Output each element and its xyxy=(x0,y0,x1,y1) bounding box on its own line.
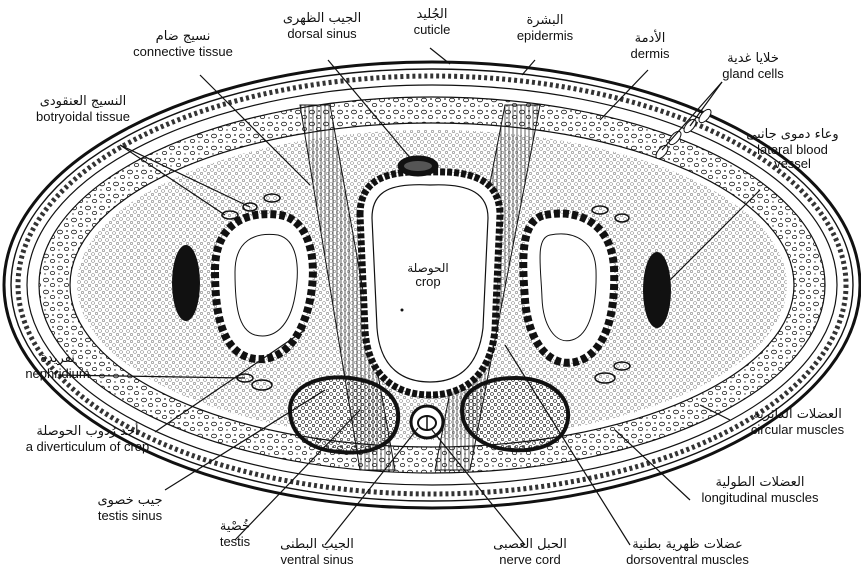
right-crop-diverticulum-lumen xyxy=(540,234,596,341)
label-circular-muscles: العضلات الدائرية circular muscles xyxy=(735,408,860,437)
ventral-sinus-english: ventral sinus xyxy=(262,553,372,568)
testis-sinus-english: testis sinus xyxy=(75,509,185,524)
longitudinal-muscles-arabic: العضلات الطولية xyxy=(675,476,845,491)
crop-english: crop xyxy=(388,275,468,290)
label-ventral-sinus: الجيب البطنى ventral sinus xyxy=(262,538,372,567)
diverticulum-english: a diverticulum of crop xyxy=(0,440,175,455)
cuticle-arabic: الجُليد xyxy=(392,8,472,23)
testis-arabic: خُصْية xyxy=(200,520,270,535)
lateral-blood-vessel-arabic: وعاء دموى جانبى xyxy=(735,128,850,143)
label-botryoidal-tissue: النسيج العنقودى botryoidal tissue xyxy=(8,95,158,124)
crop-arabic: الحوصلة xyxy=(388,262,468,275)
right-lateral-blood-vessel xyxy=(643,252,671,328)
dorsoventral-muscles-english: dorsoventral muscles xyxy=(600,553,775,568)
label-cuticle: الجُليد cuticle xyxy=(392,8,472,37)
label-crop: الحوصلة crop xyxy=(388,262,468,290)
longitudinal-muscles-english: longitudinal muscles xyxy=(675,491,845,506)
nephridium-english: nephridium xyxy=(0,367,115,382)
diverticulum-arabic: أحد رُدوب الحوصلة xyxy=(0,425,175,440)
label-testis-sinus: جيب خصوى testis sinus xyxy=(75,494,185,523)
dermis-english: dermis xyxy=(610,47,690,62)
botryoidal-tissue-arabic: النسيج العنقودى xyxy=(8,95,158,110)
label-nephridium: نفريدة nephridium xyxy=(0,352,115,381)
ventral-sinus-arabic: الجيب البطنى xyxy=(262,538,372,553)
gland-cells-arabic: خلايا غدية xyxy=(708,52,798,67)
label-connective-tissue: نسيج ضام connective tissue xyxy=(98,30,268,59)
connective-tissue-english: connective tissue xyxy=(98,45,268,60)
dorsal-sinus-highlight xyxy=(404,161,432,171)
label-testis: خُصْية testis xyxy=(200,520,270,549)
label-nerve-cord: الحبل العصبى nerve cord xyxy=(475,538,585,567)
label-dermis: الأدمة dermis xyxy=(610,32,690,61)
nephridium-arabic: نفريدة xyxy=(0,352,115,367)
left-testis-sinus xyxy=(290,377,398,452)
left-lateral-blood-vessel xyxy=(172,245,200,321)
connective-tissue-arabic: نسيج ضام xyxy=(98,30,268,45)
lateral-blood-vessel-english-1: lateral blood xyxy=(735,143,850,158)
label-gland-cells: خلايا غدية gland cells xyxy=(708,52,798,81)
dorsoventral-muscles-arabic: عضلات ظهرية بطنية xyxy=(600,538,775,553)
crop-dot xyxy=(401,309,404,312)
epidermis-arabic: البشرة xyxy=(500,14,590,29)
label-dorsal-sinus: الجيب الظهرى dorsal sinus xyxy=(262,12,382,41)
botryoidal-tissue-english: botryoidal tissue xyxy=(8,110,158,125)
label-diverticulum: أحد رُدوب الحوصلة a diverticulum of crop xyxy=(0,425,175,454)
circular-muscles-arabic: العضلات الدائرية xyxy=(735,408,860,423)
label-epidermis: البشرة epidermis xyxy=(500,14,590,43)
nerve-cord-english: nerve cord xyxy=(475,553,585,568)
nerve-cord-arabic: الحبل العصبى xyxy=(475,538,585,553)
dorsal-sinus-english: dorsal sinus xyxy=(262,27,382,42)
label-lateral-blood-vessel: وعاء دموى جانبى lateral blood vessel xyxy=(735,128,850,172)
testis-english: testis xyxy=(200,535,270,550)
circular-muscles-english: circular muscles xyxy=(735,423,860,438)
epidermis-english: epidermis xyxy=(500,29,590,44)
label-longitudinal-muscles: العضلات الطولية longitudinal muscles xyxy=(675,476,845,505)
cuticle-english: cuticle xyxy=(392,23,472,38)
gland-cells-english: gland cells xyxy=(708,67,798,82)
label-dorsoventral-muscles: عضلات ظهرية بطنية dorsoventral muscles xyxy=(600,538,775,567)
dorsal-sinus-arabic: الجيب الظهرى xyxy=(262,12,382,27)
dermis-arabic: الأدمة xyxy=(610,32,690,47)
testis-sinus-arabic: جيب خصوى xyxy=(75,494,185,509)
right-testis-sinus xyxy=(462,378,568,450)
lateral-blood-vessel-english-2: vessel xyxy=(735,157,850,172)
